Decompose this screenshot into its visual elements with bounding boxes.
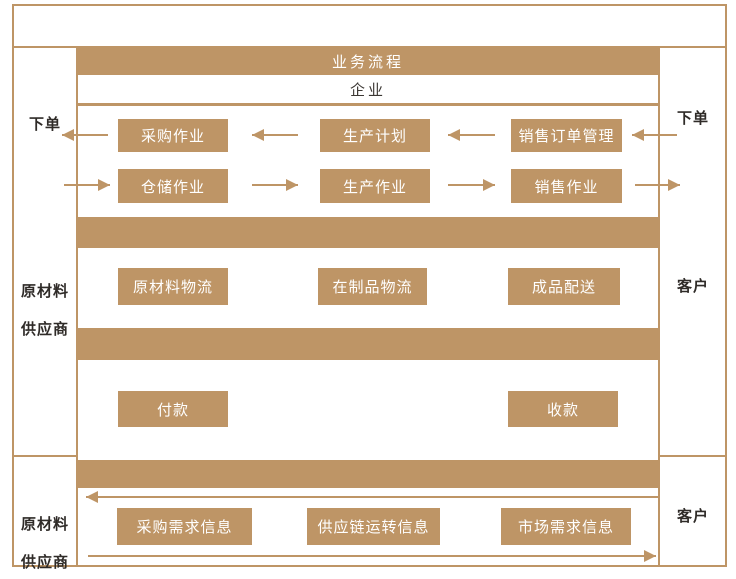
left-supplier-label-upper: 原材料 供应商 bbox=[14, 263, 76, 358]
node-sales-operation: 销售作业 bbox=[511, 169, 622, 203]
separator-band-funds bbox=[78, 328, 658, 360]
node-payment: 付款 bbox=[118, 391, 228, 427]
diagram-title: 业务流程 bbox=[331, 54, 404, 71]
right-rail-section-divider bbox=[658, 455, 727, 457]
arrow-right-icon bbox=[635, 179, 680, 191]
top-strip-divider bbox=[12, 46, 727, 48]
node-production-operation: 生产作业 bbox=[320, 169, 430, 203]
left-rail-section-divider bbox=[12, 455, 78, 457]
diagram-outer-border bbox=[12, 4, 727, 567]
node-raw-material-logistics: 原材料物流 bbox=[118, 268, 228, 305]
right-order-label: 下单 bbox=[676, 110, 709, 127]
right-customer-label-upper: 客户 bbox=[676, 278, 709, 295]
left-supplier-label-lower: 原材料 供应商 bbox=[14, 496, 76, 579]
node-supply-chain-operation-info: 供应链运转信息 bbox=[307, 508, 440, 545]
arrow-right-icon bbox=[64, 179, 110, 191]
entity-bar: 企业 bbox=[78, 75, 658, 103]
node-warehouse-operation: 仓储作业 bbox=[118, 169, 228, 203]
right-customer-label-lower: 客户 bbox=[676, 508, 709, 525]
supplier-upper-line1: 原材料 bbox=[20, 283, 69, 300]
left-rail-divider bbox=[76, 46, 78, 567]
right-rail-divider bbox=[658, 46, 660, 567]
node-production-plan: 生产计划 bbox=[320, 119, 430, 152]
node-market-demand-info: 市场需求信息 bbox=[501, 508, 631, 545]
info-flow-arrow-right-icon bbox=[88, 550, 656, 562]
arrow-right-icon bbox=[448, 179, 495, 191]
node-procurement-demand-info: 采购需求信息 bbox=[117, 508, 252, 545]
supplier-upper-line2: 供应商 bbox=[20, 321, 69, 338]
entity-label: 企业 bbox=[349, 81, 386, 99]
node-collection: 收款 bbox=[508, 391, 618, 427]
entity-bar-underline bbox=[78, 103, 658, 106]
node-procurement-operation: 采购作业 bbox=[118, 119, 228, 152]
arrow-left-icon bbox=[252, 129, 298, 141]
separator-band-logistics bbox=[78, 217, 658, 248]
arrow-left-icon bbox=[448, 129, 495, 141]
node-finished-goods-delivery: 成品配送 bbox=[508, 268, 620, 305]
supplier-lower-line2: 供应商 bbox=[20, 554, 69, 571]
arrow-left-icon bbox=[632, 129, 677, 141]
node-wip-logistics: 在制品物流 bbox=[318, 268, 427, 305]
left-order-label: 下单 bbox=[28, 116, 61, 133]
title-bar: 业务流程 bbox=[78, 48, 658, 75]
supplier-lower-line1: 原材料 bbox=[20, 516, 69, 533]
arrow-left-icon bbox=[62, 129, 108, 141]
separator-band-information bbox=[78, 460, 658, 488]
info-flow-arrow-left-icon bbox=[86, 491, 658, 503]
arrow-right-icon bbox=[252, 179, 298, 191]
node-sales-order-management: 销售订单管理 bbox=[511, 119, 622, 152]
